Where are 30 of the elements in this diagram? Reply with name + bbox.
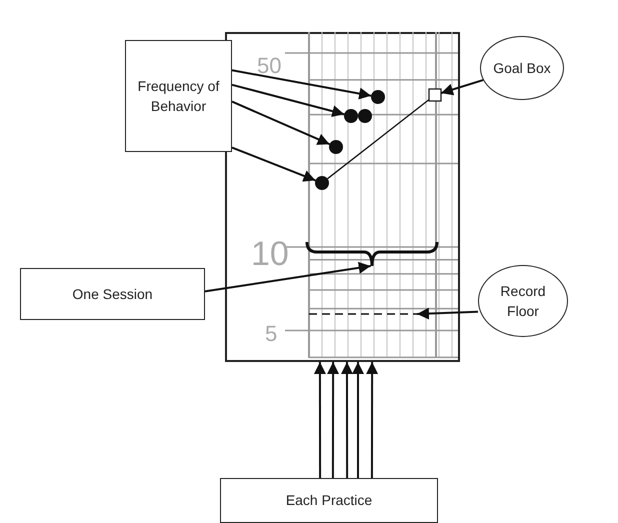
text-box: Each Practice	[220, 478, 438, 523]
arrow	[232, 146, 316, 182]
chart-frame	[225, 32, 460, 362]
arrow	[314, 362, 326, 478]
arrow	[352, 362, 364, 478]
arrow	[232, 69, 372, 100]
goal-marker	[428, 88, 442, 102]
arrow	[204, 262, 371, 292]
data-point	[344, 109, 358, 123]
curly-brace	[306, 242, 438, 268]
tick-label: 5	[265, 323, 278, 345]
ellipse-callout: Record Floor	[478, 265, 568, 337]
ellipse-callout: Goal Box	[480, 36, 564, 100]
arrow	[327, 362, 340, 478]
text-box: One Session	[20, 268, 205, 320]
aim-line	[327, 99, 430, 180]
data-point	[315, 176, 329, 190]
data-point	[371, 90, 385, 104]
text-box: Frequency of Behavior	[125, 40, 232, 152]
arrow	[416, 308, 478, 320]
arrow	[232, 84, 344, 117]
arrow	[440, 79, 484, 96]
data-point	[358, 109, 372, 123]
tick-label: 50	[257, 55, 282, 77]
tick-label: 10	[251, 237, 289, 271]
dashed-line	[309, 313, 417, 315]
data-point	[329, 140, 343, 154]
arrow	[366, 362, 378, 478]
arrow	[232, 100, 330, 146]
arrow	[340, 362, 353, 478]
